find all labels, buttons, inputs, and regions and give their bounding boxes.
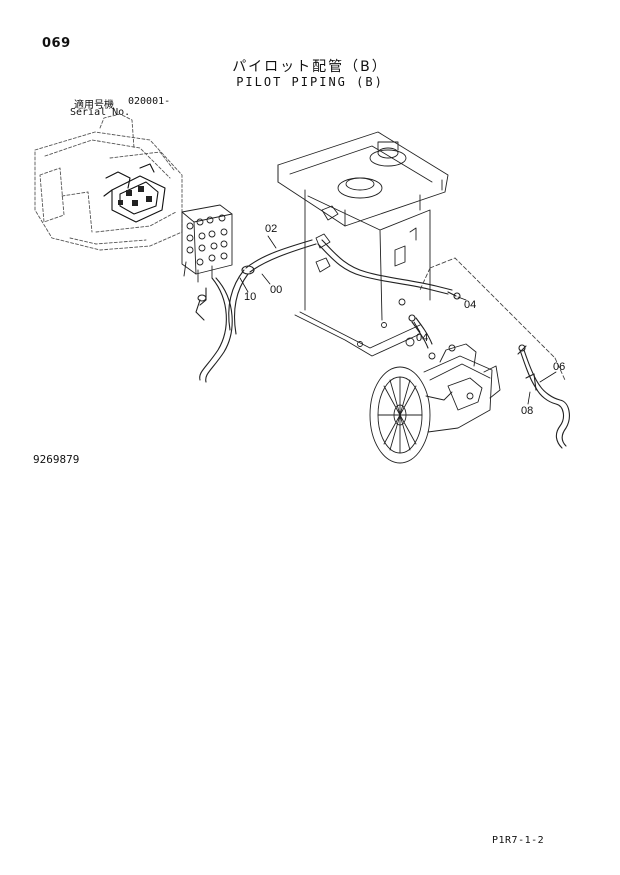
hose-clamp bbox=[197, 265, 255, 302]
page-title-japanese: パイロット配管（B） bbox=[232, 59, 388, 75]
main-pump bbox=[369, 343, 501, 464]
callout-00: 00 bbox=[270, 284, 282, 296]
serial-label-english: Serial No. bbox=[70, 107, 131, 118]
page-title-english: PILOT PIPING (B) bbox=[236, 75, 384, 89]
pump-pilot-hose bbox=[408, 285, 461, 349]
inset-highlighted-valve bbox=[103, 163, 166, 223]
serial-label-japanese: 適用号機 bbox=[74, 100, 114, 111]
pilot-hose-pair-upper bbox=[195, 239, 437, 383]
callout-04-lower: 04 bbox=[416, 332, 428, 344]
excavator-location-inset bbox=[34, 113, 183, 251]
callout-02: 02 bbox=[265, 223, 277, 235]
callout-leaders bbox=[239, 235, 557, 405]
reference-lines bbox=[419, 257, 566, 381]
page-number: 069 bbox=[42, 36, 71, 51]
right-pilot-hose bbox=[517, 344, 570, 449]
serial-range: 020001- bbox=[128, 96, 171, 107]
callout-06: 06 bbox=[553, 361, 565, 373]
pilot-valve-block bbox=[181, 204, 233, 283]
callout-04-upper: 04 bbox=[464, 299, 476, 311]
sheet-reference: P1R7-1-2 bbox=[492, 835, 545, 846]
inset-valve-detail bbox=[118, 186, 152, 206]
callout-10: 10 bbox=[244, 291, 256, 303]
drawing-number: 9269879 bbox=[33, 453, 80, 466]
callout-08: 08 bbox=[521, 405, 533, 417]
hydraulic-tank bbox=[277, 131, 449, 357]
